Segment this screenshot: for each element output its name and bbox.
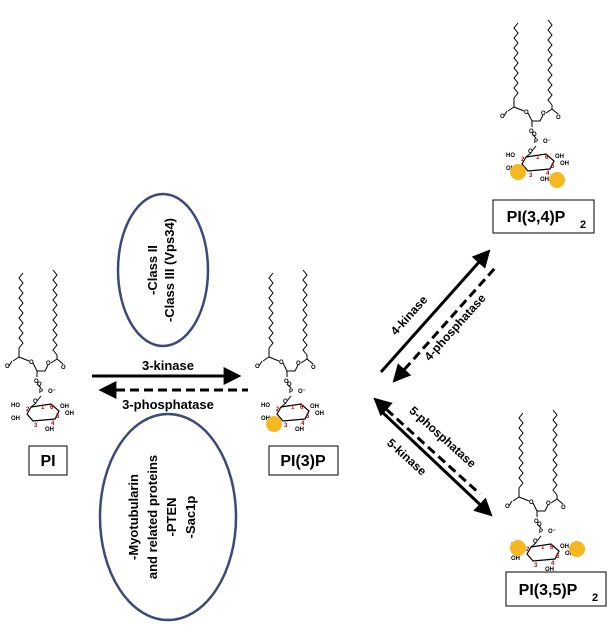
phosphatase-enzyme-list: -Myotubularin and related proteins -PTEN…: [126, 455, 198, 579]
pi-box: [28, 445, 68, 476]
kinase4-label: 4-kinase: [388, 293, 431, 338]
phosphatase4-label: 4-phosphatase: [421, 291, 488, 364]
kinase-enzyme-ellipse: [116, 192, 210, 348]
phosphate-5-dot: [569, 541, 585, 557]
pi34p2-subscript: 2: [580, 219, 586, 231]
pi34p2-molecule: [499, 19, 570, 184]
phosphate-3-dot: [510, 540, 526, 556]
pi-molecule: [4, 269, 75, 434]
phosphate-3-dot: [266, 416, 282, 432]
phosphate-3-dot: [510, 164, 526, 180]
phosphatase5-arrow: [373, 397, 482, 496]
pi35p2-box: [505, 571, 607, 607]
pi-label: PI: [40, 453, 55, 470]
kinase3-label: 3-kinase: [142, 358, 194, 373]
phosphatase-enzyme-item: -PTEN: [164, 498, 179, 537]
pi34p2-box: [492, 199, 595, 234]
pi34p2-label: PI(3,4)P: [507, 209, 566, 226]
pi3p-molecule: [254, 269, 325, 434]
phosphate-4-dot: [549, 172, 565, 188]
phosphatase-enzyme-item: -Myotubularin: [126, 474, 141, 560]
kinase4-arrow: [379, 249, 491, 373]
phosphatase3-label: 3-phosphatase: [122, 397, 214, 412]
kinase-enzyme-item: -Class III (Vps34): [162, 218, 177, 322]
pi35p2-label: PI(3,5)P: [519, 582, 578, 599]
phosphatase-enzyme-ellipse: [98, 412, 238, 622]
phosphatase-enzyme-item: -Sac1p: [183, 496, 198, 539]
kinase-enzyme-list: -Class II -Class III (Vps34): [145, 218, 177, 322]
kinase-enzyme-item: -Class II: [145, 245, 160, 295]
pi3p-box: [268, 445, 339, 476]
kinase5-arrow: [378, 408, 493, 517]
pi3p-label: PI(3)P: [280, 453, 326, 470]
phosphatase4-arrow: [392, 267, 497, 383]
phosphatase-enzyme-item: and related proteins: [145, 455, 160, 579]
pi35p2-subscript: 2: [592, 592, 598, 604]
